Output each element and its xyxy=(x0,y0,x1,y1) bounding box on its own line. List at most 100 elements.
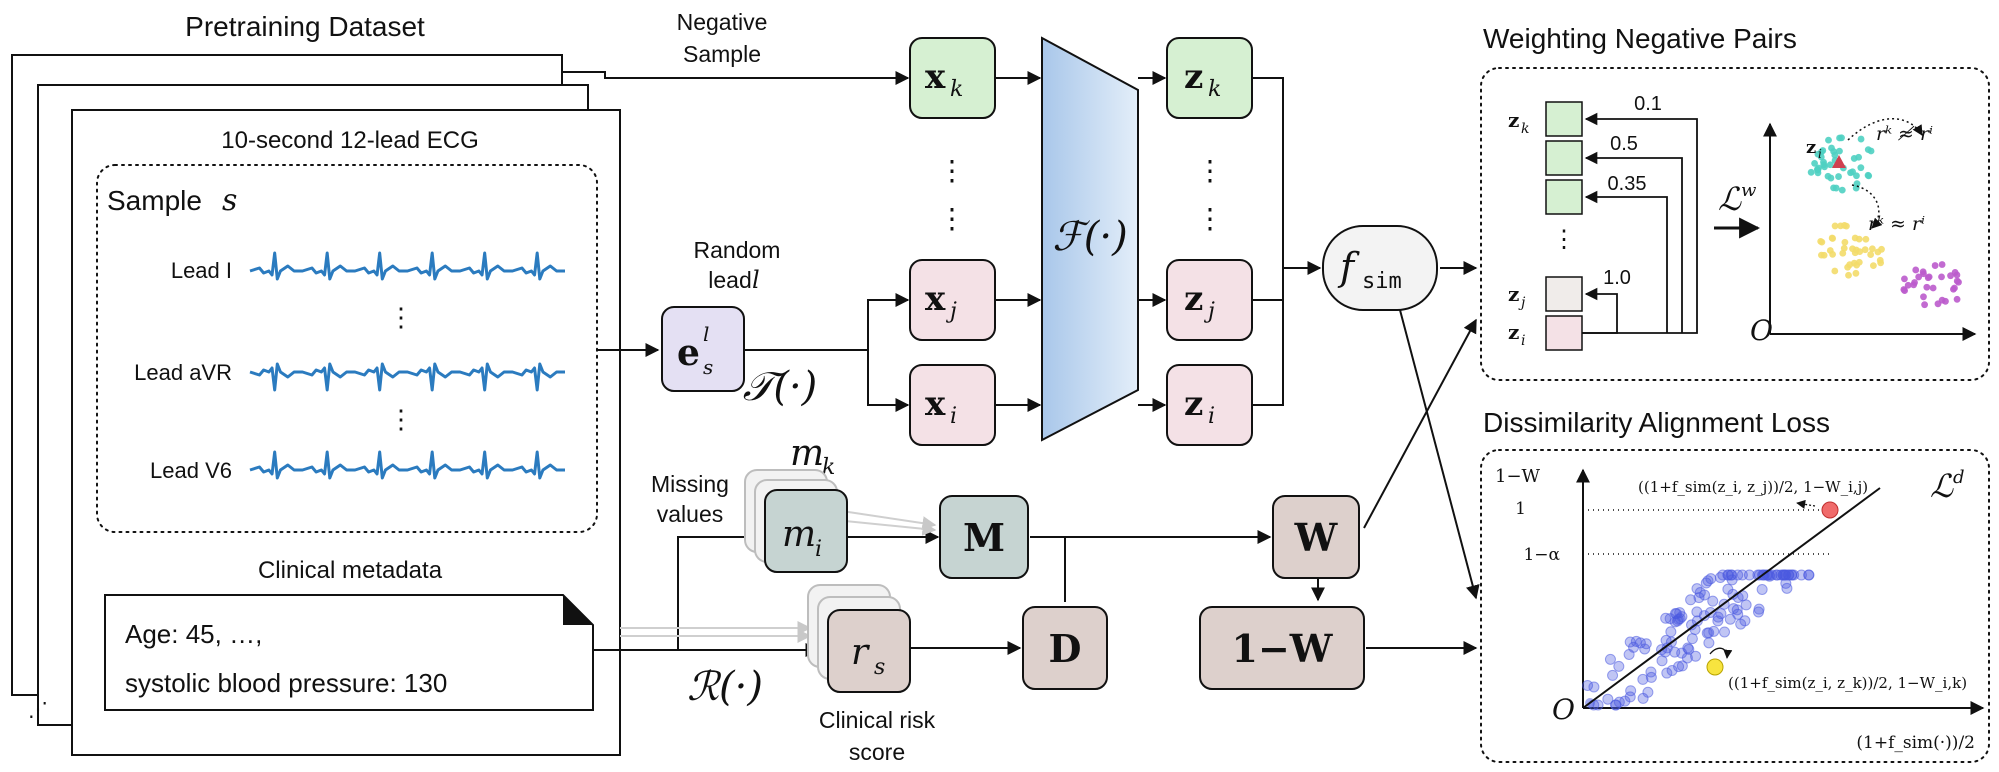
magenta-cluster-point xyxy=(1920,293,1927,301)
embedding-sub: s xyxy=(703,355,713,379)
weighting-box xyxy=(1480,67,1990,381)
alignment-point xyxy=(1771,569,1783,581)
alignment-box xyxy=(1480,449,1990,763)
risk-label-1: Clinical risk xyxy=(819,707,936,733)
weighted-loss-label: ℒ xyxy=(1718,180,1742,218)
yellow-cluster-point xyxy=(1845,271,1852,279)
m-i-sub: i xyxy=(815,537,822,562)
alignment-x-axis-label: (1+f_sim(·))/2 xyxy=(1856,733,1975,753)
teal-cluster-point xyxy=(1857,164,1865,172)
magenta-cluster-point xyxy=(1912,266,1920,274)
yellow-cluster-point xyxy=(1862,235,1870,243)
yellow-cluster-point xyxy=(1828,234,1836,242)
flow-nodes: Negative Sample Random lead l e s l 𝒯(·)… xyxy=(651,9,1438,765)
lead-label-avr: Lead aVR xyxy=(134,360,232,385)
yellow-cluster-point xyxy=(1856,248,1864,256)
alignment-point xyxy=(1756,583,1768,595)
magenta-cluster-point xyxy=(1951,284,1958,292)
similar-label: rᵏ ≈ rⁱ xyxy=(1868,213,1925,235)
alignment-point xyxy=(1639,643,1651,655)
alignment-loss-label: ℒ xyxy=(1930,467,1954,505)
alignment-point xyxy=(1661,667,1673,679)
weight-value-3: 0.35 xyxy=(1608,173,1647,195)
alignment-point xyxy=(1735,618,1747,630)
alignment-point xyxy=(1665,626,1677,638)
node-z-j-main: z xyxy=(1184,279,1203,319)
faint-connectors xyxy=(620,509,937,643)
z-ellipsis-2: ⋮ xyxy=(1196,203,1224,234)
magenta-cluster-point xyxy=(1900,286,1908,293)
node-missing-matrix xyxy=(939,495,1029,579)
alignment-point xyxy=(1724,613,1736,625)
teal-cluster-point xyxy=(1817,153,1825,161)
alignment-point xyxy=(1637,673,1649,685)
magenta-cluster-point xyxy=(1942,297,1949,305)
anchor-z-main: z xyxy=(1806,137,1816,158)
m-i-main: m xyxy=(782,514,816,555)
yellow-cluster-point xyxy=(1852,269,1860,277)
teal-cluster-point xyxy=(1815,164,1822,172)
teal-cluster-point xyxy=(1825,136,1832,144)
node-one-minus-weight xyxy=(1199,606,1365,690)
alignment-point xyxy=(1731,604,1743,616)
node-z-j xyxy=(1166,259,1253,341)
alignment-point xyxy=(1717,569,1729,581)
random-lead-symbol: l xyxy=(752,266,760,294)
sample-symbol: s xyxy=(222,183,237,218)
alignment-point xyxy=(1685,594,1697,606)
alignment-point xyxy=(1602,693,1614,705)
magenta-cluster-point xyxy=(1953,277,1961,285)
magenta-cluster-point xyxy=(1920,270,1927,278)
metadata-line-1: Age: 45, …, xyxy=(125,619,262,649)
alignment-point xyxy=(1707,595,1719,607)
alignment-point xyxy=(1686,633,1698,645)
weight-z-k-sub: k xyxy=(1521,121,1529,137)
magenta-cluster-point xyxy=(1934,300,1942,308)
yellow-cluster-point xyxy=(1851,234,1859,242)
node-risk-score xyxy=(827,609,911,693)
weight-ellipsis: ⋮ xyxy=(1552,226,1576,253)
yellow-cluster-point xyxy=(1867,251,1875,258)
alignment-point xyxy=(1634,637,1646,649)
yellow-cluster-point xyxy=(1861,246,1869,254)
yellow-cluster-point xyxy=(1869,262,1877,270)
yellow-cluster-point xyxy=(1820,251,1828,259)
alignment-point xyxy=(1691,615,1703,627)
alignment-point xyxy=(1708,625,1720,637)
yellow-cluster-point xyxy=(1831,267,1839,275)
ecg-title: 10-second 12-lead ECG xyxy=(221,127,478,154)
node-x-i-sub: i xyxy=(950,404,957,429)
alignment-point xyxy=(1613,660,1625,672)
encoder-block xyxy=(1041,36,1139,442)
node-z-i xyxy=(1166,364,1253,446)
upper-point-label: ((1+f_sim(z_i, z_j))/2, 1−W_i,j) xyxy=(1638,478,1868,496)
teal-cluster-point xyxy=(1827,174,1835,182)
alignment-point xyxy=(1703,637,1715,649)
anchor-marker-icon xyxy=(1832,155,1846,168)
weight-z-k-main: z xyxy=(1508,108,1519,132)
m-k-main: m xyxy=(790,433,824,474)
dissimilar-arrow xyxy=(1847,118,1923,141)
weight-cell-i xyxy=(1545,315,1583,351)
alignment-point xyxy=(1660,612,1672,624)
ecg-trace-1 xyxy=(249,362,565,392)
similarity-sub: sim xyxy=(1362,269,1402,294)
negative-sample-label-1: Negative xyxy=(677,9,768,35)
node-weight-matrix xyxy=(1272,495,1360,579)
alignment-point xyxy=(1672,613,1684,625)
lead-ellipsis-2: ⋮ xyxy=(388,404,414,434)
node-distance-matrix xyxy=(1022,606,1108,690)
teal-cluster-point xyxy=(1820,161,1828,169)
z-ellipsis-1: ⋮ xyxy=(1196,155,1224,186)
alignment-point xyxy=(1673,661,1685,673)
node-z-k-sub: k xyxy=(1208,77,1221,102)
teal-cluster-point xyxy=(1811,159,1818,167)
negative-sample-arrow xyxy=(562,71,910,85)
teal-cluster-point xyxy=(1828,144,1835,152)
magenta-cluster-point xyxy=(1931,262,1939,269)
alignment-diagonal xyxy=(1582,487,1881,709)
distance-matrix-label: D xyxy=(1049,626,1082,671)
missing-values-label-1: Missing xyxy=(651,471,729,497)
note-fold-icon xyxy=(563,595,593,625)
lower-point-label: ((1+f_sim(z_i, z_k))/2, 1−W_i,k) xyxy=(1728,674,1967,692)
